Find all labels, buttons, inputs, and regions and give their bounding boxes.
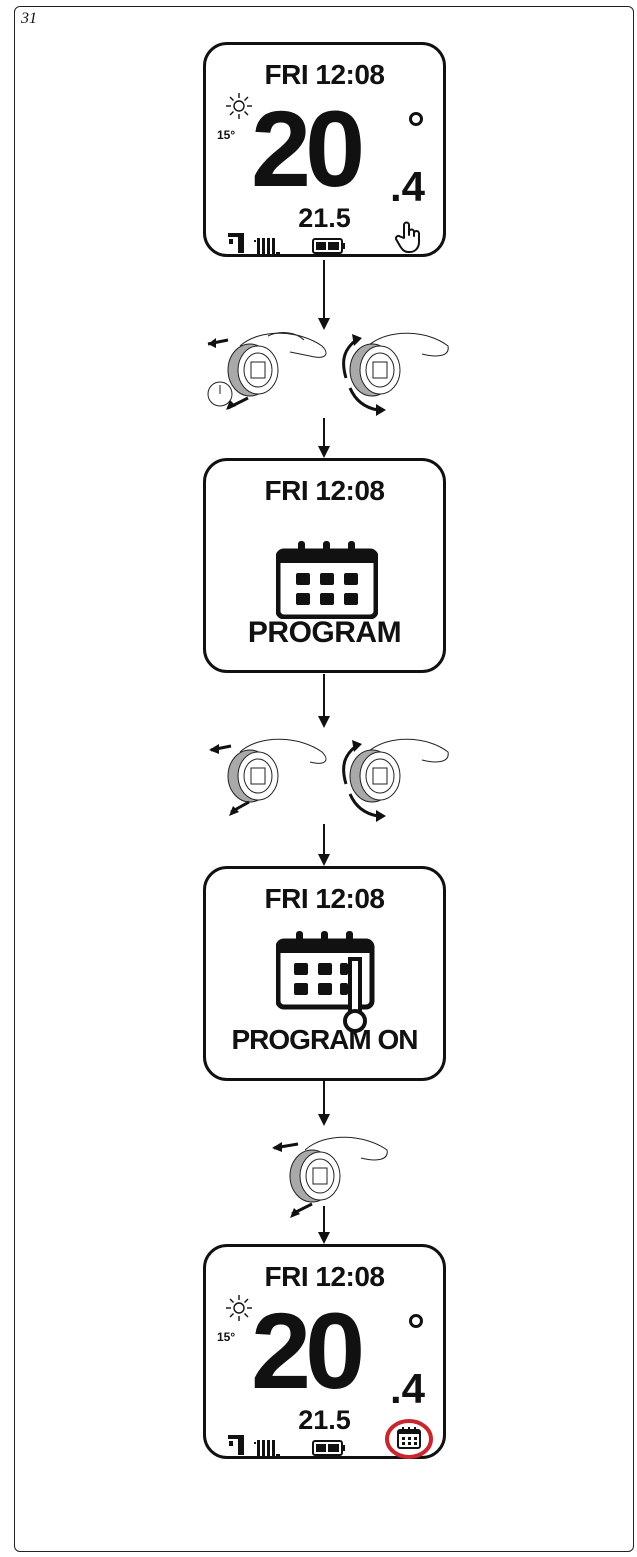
- outdoor-temp: 15°: [217, 128, 235, 142]
- menu-label: PROGRAM: [206, 616, 443, 650]
- clock: FRI 12:08: [206, 883, 443, 915]
- outdoor-temp: 15°: [217, 1330, 235, 1344]
- calendar-highlighted-icon: [384, 1419, 434, 1459]
- sun-icon: [226, 1295, 252, 1321]
- calendar-icon: [276, 539, 378, 619]
- figure-number: 31: [21, 10, 37, 28]
- menu-label: PROGRAM ON: [206, 1024, 443, 1056]
- knob-push-rotate-illustration: [200, 318, 450, 418]
- radiator-icon: [254, 1438, 284, 1458]
- room-temp-main: 20: [251, 1297, 359, 1405]
- sun-icon: [226, 93, 252, 119]
- room-temp-main: 20: [251, 95, 359, 203]
- battery-icon: [312, 238, 346, 254]
- arrow-down-icon: [316, 1080, 332, 1128]
- arrow-down-icon: [316, 824, 332, 868]
- display-program: FRI 12:08 PROGRAM: [203, 458, 446, 673]
- hand-manual-icon: [394, 220, 426, 254]
- display-home-program: FRI 12:08 15° 20 .4 21.5: [203, 1244, 446, 1459]
- tap-icon: [226, 231, 248, 253]
- battery-icon: [312, 1440, 346, 1456]
- calendar-thermometer-icon: [276, 929, 380, 1033]
- clock: FRI 12:08: [206, 1261, 443, 1293]
- arrow-down-icon: [316, 674, 332, 730]
- degree-symbol: [409, 1314, 423, 1328]
- arrow-down-icon: [316, 1206, 332, 1246]
- knob-push-rotate-illustration: [205, 724, 450, 824]
- display-home: FRI 12:08 15° 20 .4 21.5: [203, 42, 446, 257]
- clock: FRI 12:08: [206, 59, 443, 91]
- tap-icon: [226, 1433, 248, 1455]
- clock: FRI 12:08: [206, 475, 443, 507]
- arrow-down-icon: [316, 418, 332, 460]
- degree-symbol: [409, 112, 423, 126]
- display-program-on: FRI 12:08 PROGRAM ON: [203, 866, 446, 1081]
- radiator-icon: [254, 236, 284, 256]
